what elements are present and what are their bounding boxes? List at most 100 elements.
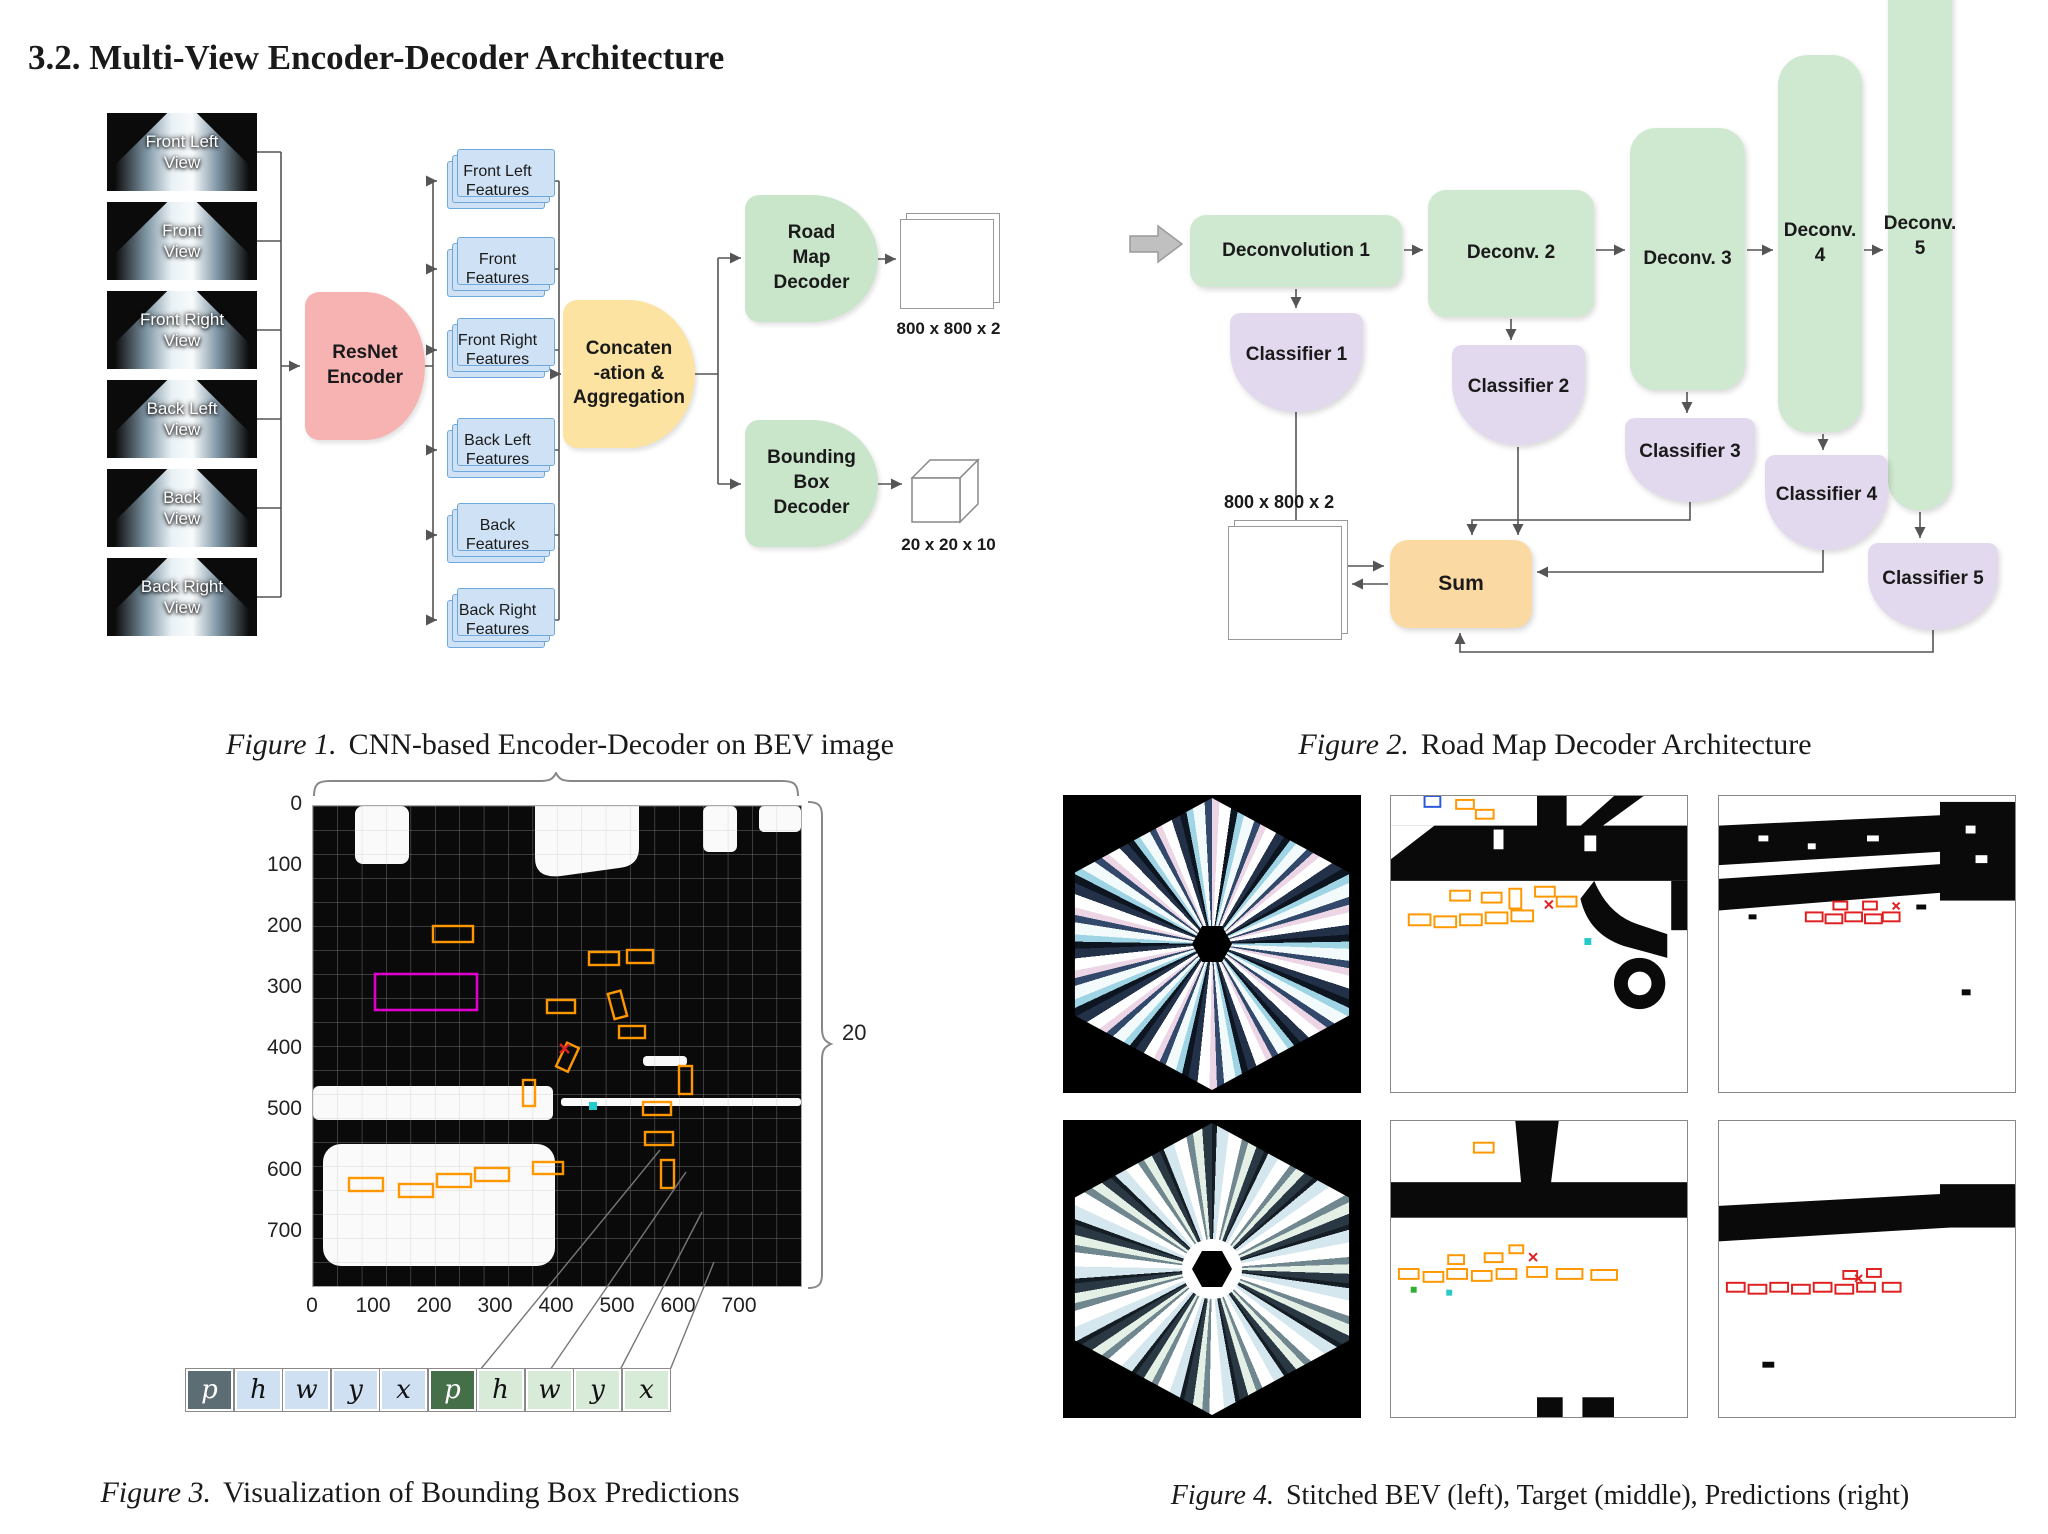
prediction-map-2 <box>1718 1120 2016 1418</box>
figure2-diagram: Deconvolution 1 Deconv. 2 Deconv. 3 Deco… <box>1120 0 2048 668</box>
top-brace <box>313 772 799 797</box>
figure2-caption-text: Road Map Decoder Architecture <box>1420 728 1812 761</box>
figure4-caption-number: Figure 4. <box>1170 1480 1274 1511</box>
red-x-marker <box>1528 1252 1538 1262</box>
stack-sheet-icon <box>457 588 555 636</box>
road-map-output-label: 800 x 800 x 2 <box>896 319 1001 338</box>
x-axis-tick: 0 <box>306 1294 318 1317</box>
y-axis-tick: 0 <box>290 792 302 815</box>
figure4-caption: Figure 4. Stitched BEV (left), Target (mi… <box>1040 1480 2040 1512</box>
cyan-marker <box>1446 1289 1453 1296</box>
camera-view-label: Back Left View <box>146 398 218 439</box>
y-axis-tick: 200 <box>266 914 302 937</box>
figure2-output-square <box>1228 526 1342 640</box>
red-x-marker <box>1544 899 1554 910</box>
target-map-2 <box>1390 1120 1688 1418</box>
figure2-caption: Figure 2. Road Map Decoder Architecture <box>1110 728 2000 762</box>
feature-stack-front: Front Features <box>440 237 555 301</box>
cyan-marker <box>1584 938 1592 945</box>
stack-sheet-icon <box>457 237 555 285</box>
blue-bbox <box>1423 795 1442 808</box>
camera-view-front-left: Front Left View <box>107 113 257 191</box>
bbox-cell-p1: p <box>185 1368 234 1412</box>
camera-view-label: Front View <box>162 220 202 261</box>
camera-view-label: Back View <box>163 487 201 528</box>
prediction-map-1 <box>1718 795 2016 1093</box>
green-marker <box>1410 1286 1417 1293</box>
figure1-caption: Figure 1. CNN-based Encoder-Decoder on BE… <box>60 728 1060 762</box>
feature-label: Back Left Features <box>464 431 531 468</box>
road-map-decoder-block: Road Map Decoder <box>745 195 878 322</box>
road-noise-gaps <box>1758 825 1988 864</box>
feature-stack-front-left: Front Left Features <box>440 149 555 213</box>
target-roads <box>1391 1121 1687 1417</box>
bbox-cell-p2: p <box>428 1368 477 1412</box>
figure4-caption-text: Stitched BEV (left), Target (middle), Pr… <box>1285 1480 1910 1511</box>
feature-label: Back Features <box>465 516 530 553</box>
grid-count-label: 20 <box>842 1020 867 1045</box>
camera-view-label: Back Right View <box>140 576 224 617</box>
x-axis-tick: 500 <box>599 1294 635 1317</box>
deconv-block-4: Deconv. 4 <box>1778 55 1862 432</box>
y-axis-tick: 500 <box>266 1097 302 1120</box>
stack-sheet-icon <box>457 149 555 197</box>
figure2-caption-number: Figure 2. <box>1298 728 1409 761</box>
figure1-caption-text: CNN-based Encoder-Decoder on BEV image <box>348 728 894 761</box>
figure3-plot-area: 20 0 100 200 300 400 500 600 700 <box>130 770 920 1480</box>
ego-marker <box>559 1043 570 1054</box>
classifier-block-4: Classifier 4 <box>1765 455 1888 550</box>
x-axis-tick: 700 <box>721 1294 757 1317</box>
figure2-output-label: 800 x 800 x 2 <box>1224 492 1335 512</box>
feature-label: Back Right Features <box>458 601 537 638</box>
feature-label: Front Left Features <box>463 162 532 199</box>
bbox-cell-h1: h <box>234 1368 283 1412</box>
camera-view-front: Front View <box>107 202 257 280</box>
x-axis-tick: 300 <box>477 1294 513 1317</box>
y-axis-tick: 600 <box>266 1158 302 1181</box>
bbox-cell-x2: x <box>622 1368 671 1412</box>
highlighted-bbox <box>373 972 479 1012</box>
deconv-block-5: Deconv. 5 <box>1884 0 1956 510</box>
deconv-block-1: Deconvolution 1 <box>1190 215 1402 287</box>
camera-view-label: Front Left View <box>145 131 219 172</box>
y-axis-tick: 100 <box>266 853 302 876</box>
camera-view-back-right: Back Right View <box>107 558 257 636</box>
bbox-cell-w2: w <box>525 1368 574 1412</box>
stitched-bev-image-2 <box>1063 1120 1361 1418</box>
feature-label: Front Right Features <box>457 331 538 368</box>
camera-view-label: Front Right View <box>139 309 225 350</box>
target-roads <box>1391 796 1687 1010</box>
figure3-caption-number: Figure 3. <box>100 1476 212 1509</box>
x-axis-tick: 600 <box>660 1294 696 1317</box>
predicted-bboxes <box>1804 900 1901 925</box>
classifier-block-1: Classifier 1 <box>1230 313 1363 412</box>
predicted-bboxes <box>1725 1268 1902 1295</box>
y-axis-tick: 300 <box>266 975 302 998</box>
bbox-cell-y2: y <box>573 1368 622 1412</box>
feature-stack-front-right: Front Right Features <box>440 318 555 382</box>
figure1-connectors <box>257 151 902 626</box>
bev-map-image <box>313 806 801 1286</box>
cell-expansion-lines <box>479 1149 715 1371</box>
y-axis-tick: 700 <box>266 1219 302 1242</box>
classifier-block-3: Classifier 3 <box>1625 418 1755 502</box>
sum-block: Sum <box>1390 540 1532 628</box>
bbox-cell-x1: x <box>379 1368 428 1412</box>
bbox-cell-y1: y <box>331 1368 380 1412</box>
figure3-caption-text: Visualization of Bounding Box Prediction… <box>223 1476 740 1509</box>
bbox-cell-w1: w <box>282 1368 331 1412</box>
stitched-bev-image-1 <box>1063 795 1361 1093</box>
deconv-block-2: Deconv. 2 <box>1428 190 1594 317</box>
predicted-bbox-overlays <box>347 924 694 1199</box>
feature-stack-back-right: Back Right Features <box>440 588 555 652</box>
red-x-marker <box>1854 1274 1863 1283</box>
figure1-caption-number: Figure 1. <box>226 728 337 761</box>
figure3-caption: Figure 3. Visualization of Bounding Box P… <box>30 1476 810 1510</box>
stack-sheet-icon <box>457 318 555 366</box>
figure1-diagram: Front Left View Front View Front Right V… <box>100 105 1050 670</box>
target-bboxes <box>1397 1141 1618 1283</box>
deconv-block-3: Deconv. 3 <box>1630 128 1745 390</box>
y-axis-tick: 400 <box>266 1036 302 1059</box>
target-map-1 <box>1390 795 1688 1093</box>
